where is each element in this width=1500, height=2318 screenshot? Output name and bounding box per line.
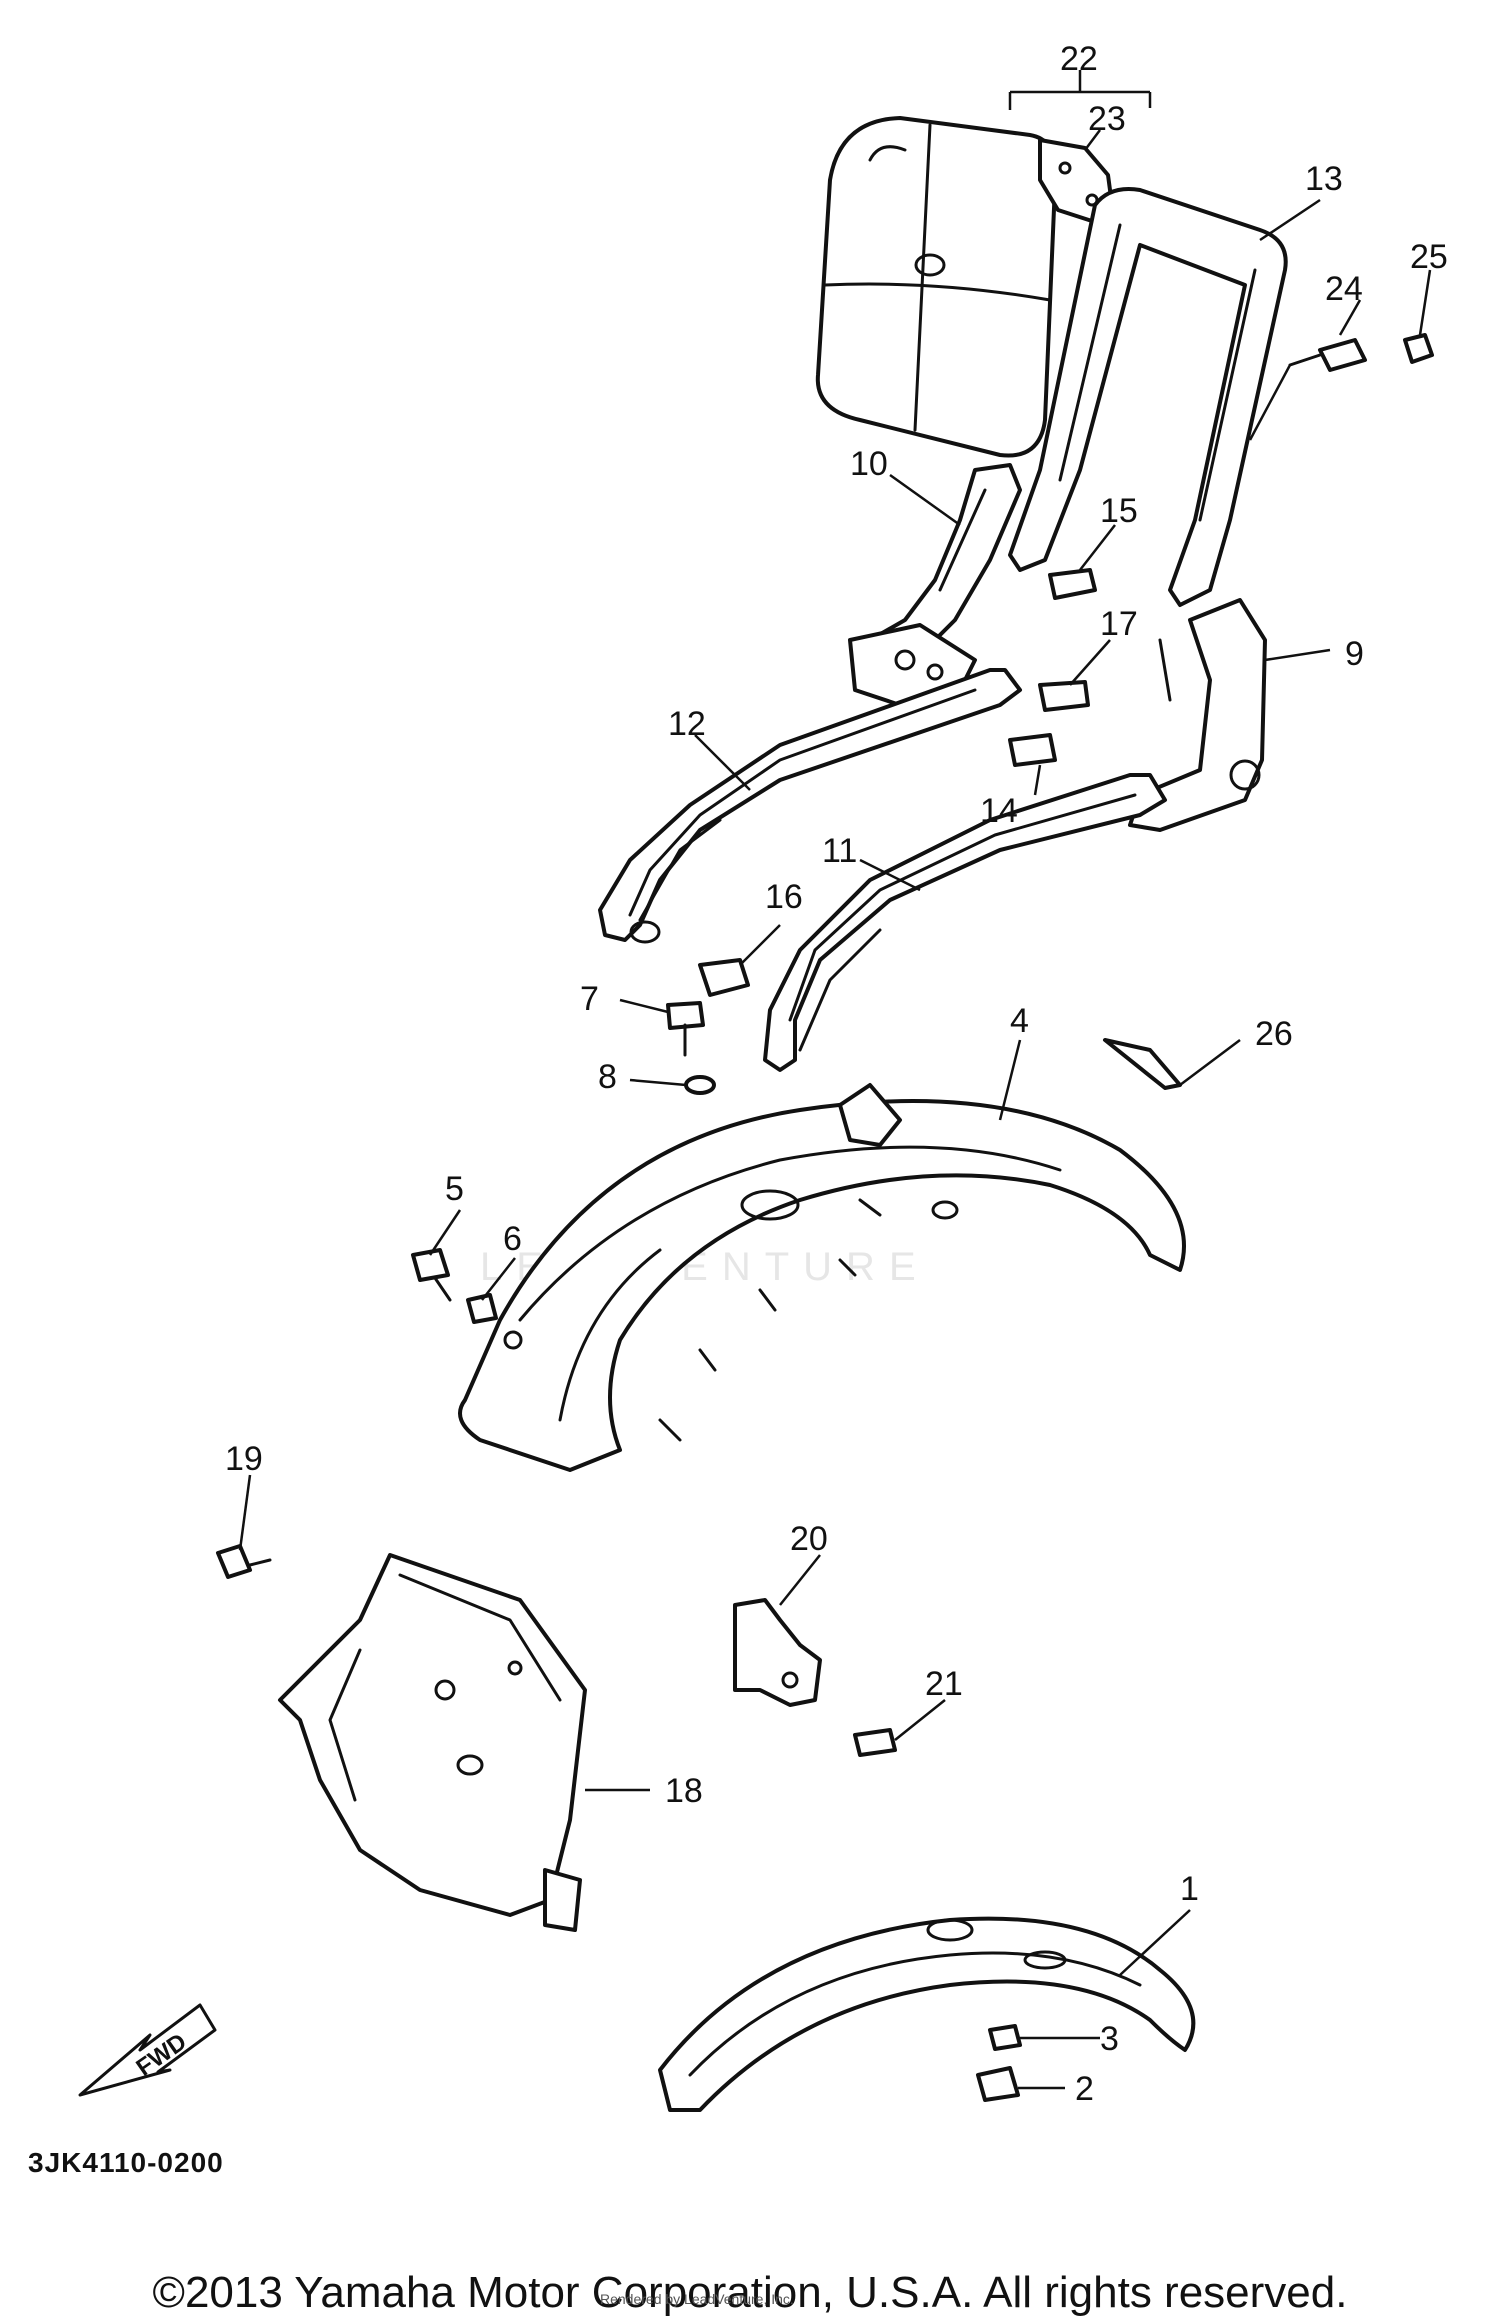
bolt-24[interactable] <box>1288 338 1367 372</box>
bolt-7[interactable] <box>666 1001 705 1057</box>
front-fender[interactable] <box>658 1916 1196 2112</box>
bolt-2[interactable] <box>976 2066 1020 2102</box>
inner-fender[interactable] <box>278 1553 587 1932</box>
copyright-text: ©2013 Yamaha Motor Corporation, U.S.A. A… <box>152 2268 1348 2317</box>
callout-24: 24 <box>1325 270 1363 308</box>
callout-4: 4 <box>1010 1002 1029 1040</box>
callout-19: 19 <box>225 1440 263 1478</box>
side-bar-left[interactable] <box>598 668 1022 944</box>
bracket-right[interactable] <box>1128 598 1267 832</box>
callout-1: 1 <box>1180 1870 1199 1908</box>
callout-6: 6 <box>503 1220 522 1258</box>
callout-16: 16 <box>765 878 803 916</box>
side-bar-right[interactable] <box>763 773 1167 1072</box>
fwd-arrow-icon: FWD <box>78 2003 217 2097</box>
nut-6[interactable] <box>466 1293 498 1324</box>
callout-20: 20 <box>790 1520 828 1558</box>
bolt-15[interactable] <box>1048 568 1097 600</box>
rear-fender[interactable] <box>458 1083 1186 1472</box>
callout-12: 12 <box>668 705 706 743</box>
callout-21: 21 <box>925 1665 963 1703</box>
callout-14: 14 <box>980 792 1018 830</box>
rendered-by-text: Rendered by LeadVenture, Inc. <box>600 2291 794 2307</box>
bolt-14[interactable] <box>1008 733 1057 767</box>
callout-2: 2 <box>1075 2070 1094 2108</box>
callout-3: 3 <box>1100 2020 1119 2058</box>
sticker[interactable] <box>1103 1038 1182 1090</box>
callout-17: 17 <box>1100 605 1138 643</box>
callout-8: 8 <box>598 1058 617 1096</box>
callout-11: 11 <box>822 832 857 870</box>
diagram-code: 3JK4110-0200 <box>28 2147 224 2178</box>
callout-13: 13 <box>1305 160 1343 198</box>
nut-3[interactable] <box>988 2024 1022 2051</box>
bolt-19[interactable] <box>216 1544 272 1579</box>
backrest-frame[interactable] <box>1008 187 1288 607</box>
callout-23: 23 <box>1088 100 1126 138</box>
callout-5: 5 <box>445 1170 464 1208</box>
bolt-16[interactable] <box>698 958 750 997</box>
bolt-21[interactable] <box>853 1728 897 1757</box>
callout-9: 9 <box>1345 635 1364 673</box>
callout-25: 25 <box>1410 238 1448 276</box>
callout-26: 26 <box>1255 1015 1293 1053</box>
callout-10: 10 <box>850 445 888 483</box>
callout-15: 15 <box>1100 492 1138 530</box>
nut-25[interactable] <box>1403 333 1434 364</box>
callout-22: 22 <box>1060 40 1098 78</box>
backrest-pad[interactable] <box>815 116 1058 458</box>
bolt-5[interactable] <box>411 1248 452 1302</box>
callout-7: 7 <box>580 980 599 1018</box>
callout-labels: 22 23 13 24 25 10 15 17 9 12 14 11 16 7 … <box>225 40 1448 2108</box>
bracket-20[interactable] <box>733 1598 822 1707</box>
callout-18: 18 <box>665 1772 703 1810</box>
leader-lines <box>238 70 1432 2090</box>
washer-8[interactable] <box>684 1075 716 1095</box>
bolt-17[interactable] <box>1038 680 1090 712</box>
